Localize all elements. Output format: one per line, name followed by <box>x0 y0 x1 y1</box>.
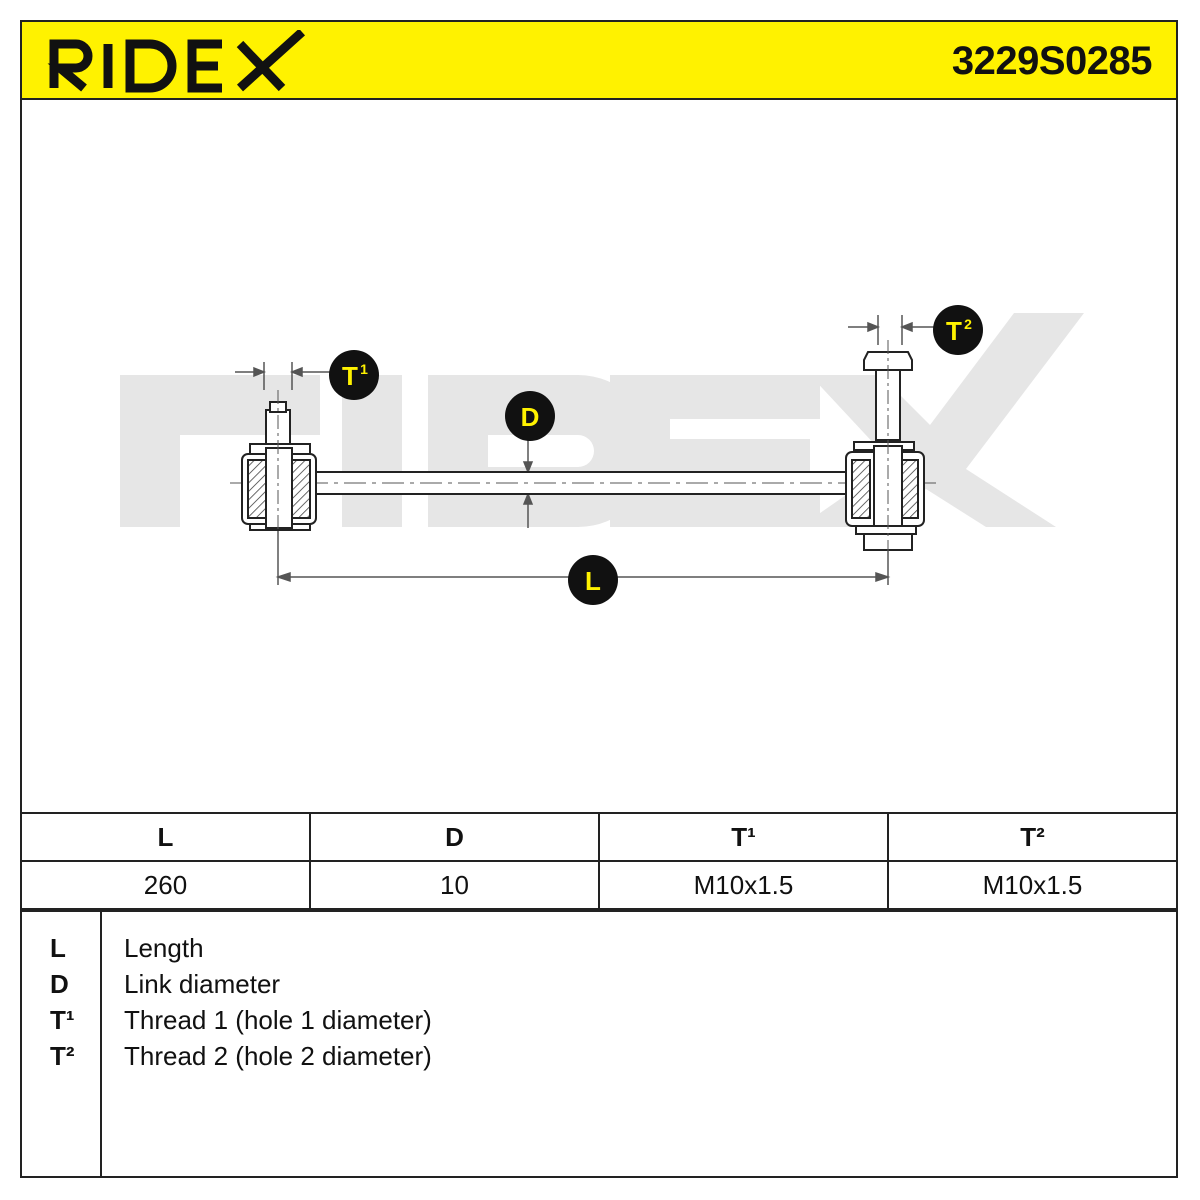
t1-callout: T 1 <box>329 350 379 400</box>
link-rod <box>230 471 940 495</box>
d-callout: D <box>505 391 555 441</box>
header-bar: 3229S0285 <box>20 20 1178 100</box>
legend-text: Thread 2 (hole 2 diameter) <box>124 1041 432 1071</box>
legend-text: Thread 1 (hole 1 diameter) <box>124 1005 432 1035</box>
spec-header-cell: T² <box>887 812 1178 862</box>
legend-text: Length <box>124 933 204 963</box>
right-joint <box>845 340 925 560</box>
spec-value-cell: M10x1.5 <box>598 860 889 910</box>
svg-text:2: 2 <box>964 316 972 332</box>
spec-header-row: L D T¹ T² <box>20 812 1178 862</box>
svg-text:D: D <box>521 402 540 432</box>
technical-drawing: T 1 T 2 D L <box>120 305 1084 605</box>
d-dimension <box>522 440 534 528</box>
svg-text:T: T <box>342 361 358 391</box>
t2-dimension <box>848 315 935 345</box>
legend-text: Link diameter <box>124 969 281 999</box>
spec-header-cell: T¹ <box>598 812 889 862</box>
legend-key: T¹ <box>50 1005 75 1035</box>
part-number: 3229S0285 <box>951 39 1153 83</box>
svg-text:T: T <box>946 316 962 346</box>
svg-text:1: 1 <box>360 361 368 377</box>
legend-key-column <box>22 912 102 1176</box>
spec-header-cell: L <box>20 812 311 862</box>
spec-value-cell: 260 <box>20 860 311 910</box>
legend-box: L Length D Link diameter T¹ Thread 1 (ho… <box>20 910 1178 1178</box>
spec-value-cell: M10x1.5 <box>887 860 1178 910</box>
l-callout: L <box>568 555 618 605</box>
legend-key: T² <box>50 1041 75 1071</box>
spec-value-row: 260 10 M10x1.5 M10x1.5 <box>20 860 1178 910</box>
legend-key: D <box>50 969 69 999</box>
t2-callout: T 2 <box>933 305 983 355</box>
spec-table: L D T¹ T² 260 10 M10x1.5 M10x1.5 <box>20 812 1178 910</box>
ridex-logo <box>47 30 306 93</box>
spec-value-cell: 10 <box>309 860 600 910</box>
svg-text:L: L <box>585 566 601 596</box>
t1-dimension <box>235 362 330 390</box>
legend-key: L <box>50 933 66 963</box>
left-joint <box>241 390 317 540</box>
spec-header-cell: D <box>309 812 600 862</box>
